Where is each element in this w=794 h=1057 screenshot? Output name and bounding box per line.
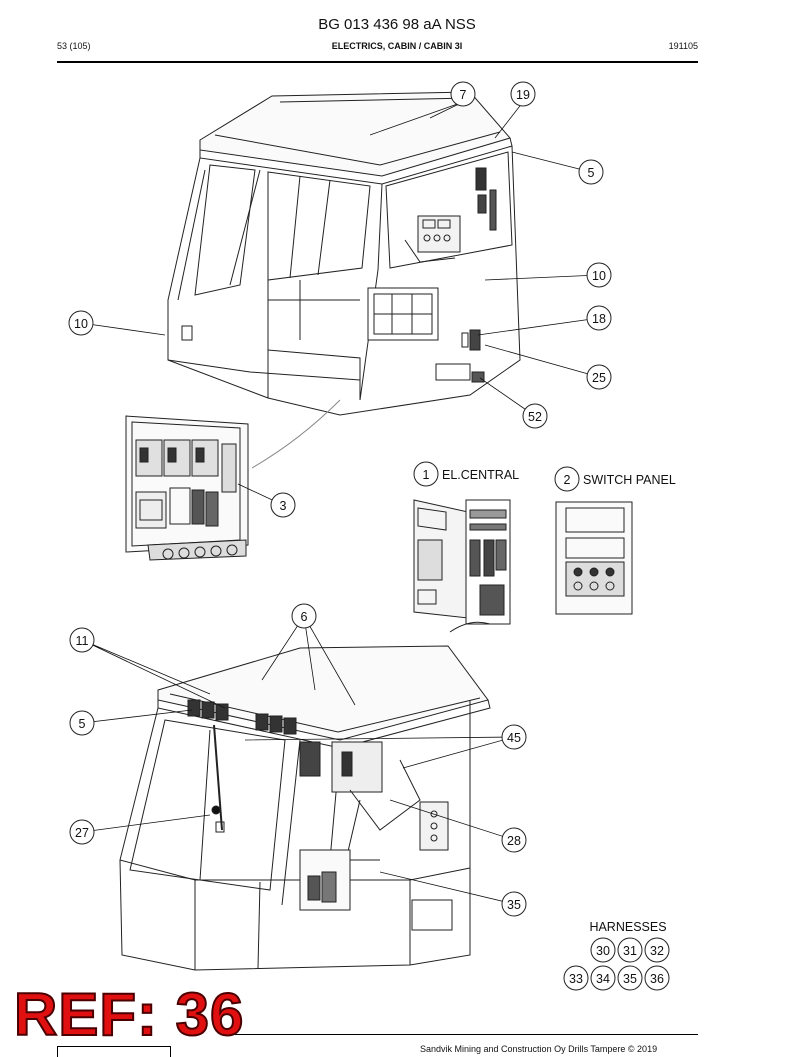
el-central-drawing [413, 499, 511, 633]
harness-32: 32 [650, 944, 664, 958]
callout-25: 25 [592, 371, 606, 385]
upper-cabin-drawing [167, 91, 521, 469]
callout-45: 45 [507, 731, 521, 745]
page-number: 53 (105) [57, 41, 91, 51]
harness-33: 33 [569, 972, 583, 986]
callout-10-right: 10 [592, 269, 606, 283]
el-central-label: EL.CENTRAL [442, 468, 519, 482]
callout-19: 19 [516, 88, 530, 102]
harness-30: 30 [596, 944, 610, 958]
central-box-drawing [125, 415, 249, 561]
callout-11: 11 [76, 634, 89, 648]
switch-panel-drawing [555, 501, 633, 615]
callout-7: 7 [460, 88, 467, 102]
callout-5-upper: 5 [588, 166, 595, 180]
callout-2: 2 [564, 473, 571, 487]
callout-18: 18 [592, 312, 606, 326]
harness-31: 31 [623, 944, 637, 958]
callout-3: 3 [280, 499, 287, 513]
callout-35: 35 [507, 898, 521, 912]
header-rule [57, 61, 698, 63]
switch-panel-label: SWITCH PANEL [583, 473, 676, 487]
harness-35: 35 [623, 972, 637, 986]
callout-27: 27 [75, 826, 89, 840]
callout-circles [68, 81, 670, 991]
harness-36: 36 [650, 972, 664, 986]
footer-rule [230, 1034, 698, 1035]
lower-cabin-drawing [119, 645, 491, 971]
ref-overlay: REF: 36 [13, 981, 245, 1048]
callout-10-left: 10 [74, 317, 88, 331]
callout-5-lower: 5 [79, 717, 86, 731]
callout-1: 1 [423, 468, 430, 482]
document-number: BG 013 436 98 aA NSS [318, 16, 476, 33]
callout-6: 6 [301, 610, 308, 624]
harnesses-title: HARNESSES [589, 920, 666, 934]
footer-copyright: Sandvik Mining and Construction Oy Drill… [420, 1044, 658, 1054]
callout-52: 52 [528, 410, 542, 424]
company-logo [57, 1046, 171, 1057]
section-title: ELECTRICS, CABIN / CABIN 3I [331, 41, 463, 51]
date-code: 191105 [668, 41, 698, 51]
callout-28: 28 [507, 834, 521, 848]
harness-34: 34 [596, 972, 610, 986]
